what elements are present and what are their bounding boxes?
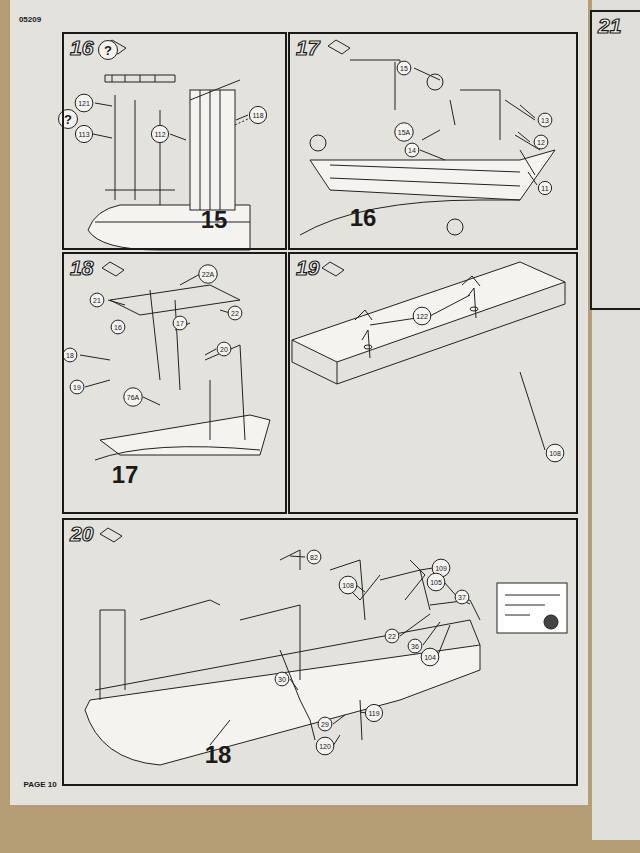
callout-number: 30 [278,676,286,683]
callout-circle [413,307,431,325]
callout-number: 119 [368,710,379,717]
step-panel: 17 [288,32,578,250]
callout-circle [90,293,104,307]
callout-circle [316,737,334,755]
step-number: 19 [296,256,319,280]
callout-circle [318,717,332,731]
callout-number: 13 [541,117,549,124]
step-number: 21 [598,14,621,38]
callout-circle [99,41,118,60]
question-mark: ? [104,44,112,57]
paper-sheet [592,0,640,840]
callout-circle [538,113,552,127]
callout-number: 122 [416,313,428,320]
callout-number: 105 [430,579,442,586]
callout-circle [534,135,548,149]
step-number: 16 [70,36,93,60]
callout-circle [385,629,399,643]
callout-circle [427,573,445,591]
callout-number: 76A [127,394,139,401]
callout-circle [365,704,382,721]
step-number: 18 [70,256,93,280]
callout-number: 22 [231,310,239,317]
subassembly-number: 17 [112,463,139,487]
callout-number: 37 [458,594,466,601]
callout-circle [151,125,168,142]
callout-number: 108 [342,582,354,589]
callout-number: 19 [73,384,81,391]
subassembly-number: 18 [205,743,232,767]
callout-number: 36 [411,643,419,650]
callout-number: 17 [176,320,184,327]
step-number: 17 [296,36,319,60]
callout-circle [421,648,439,666]
callout-circle [395,123,413,141]
callout-number: 15A [398,129,410,136]
callout-number: 29 [321,721,329,728]
callout-number: 16 [114,324,122,331]
subassembly-number: 15 [201,208,228,232]
callout-number: 14 [408,147,416,154]
question-mark: ? [64,113,72,126]
callout-number: 22 [388,633,396,640]
callout-circle [75,94,93,112]
callout-number: 15 [400,65,408,72]
callout-circle [124,388,142,406]
callout-circle [538,181,551,194]
step-panel: 16 [62,32,287,250]
subassembly-number: 16 [350,206,377,230]
callout-circle [228,306,242,320]
callout-circle [397,61,411,75]
callout-number: 109 [435,565,447,572]
callout-circle [249,106,266,123]
callout-circle [217,342,231,356]
callout-number: 108 [549,450,561,457]
step-panel: 18 [62,252,287,514]
callout-number: 22A [202,271,214,278]
callout-circle [111,320,125,334]
step-number: 20 [70,522,93,546]
callout-number: 21 [93,297,101,304]
callout-number: 120 [319,743,331,750]
callout-number: 118 [252,112,263,119]
callout-number: 121 [78,100,90,107]
callout-number: 11 [541,185,548,192]
callout-circle [546,444,564,462]
callout-number: 20 [220,346,228,353]
step-panel: 21 [590,10,640,310]
callout-number: 18 [66,352,74,359]
callout-circle [307,550,321,564]
page-text: 05209 [19,16,41,24]
callout-circle [455,590,469,604]
callout-number: 12 [537,139,545,146]
callout-number: 113 [78,131,89,138]
step-panel: 19 [288,252,578,514]
page-text: PAGE 10 [23,781,56,789]
callout-circle [70,380,84,394]
callout-circle [339,576,357,594]
callout-circle [75,125,92,142]
callout-circle [63,348,77,362]
callout-number: 104 [424,654,436,661]
callout-circle [173,316,187,330]
callout-circle [408,639,422,653]
callout-number: 82 [310,554,318,561]
callout-circle [199,265,217,283]
callout-circle [275,672,289,686]
callout-circle [405,143,419,157]
callout-number: 112 [154,131,165,138]
